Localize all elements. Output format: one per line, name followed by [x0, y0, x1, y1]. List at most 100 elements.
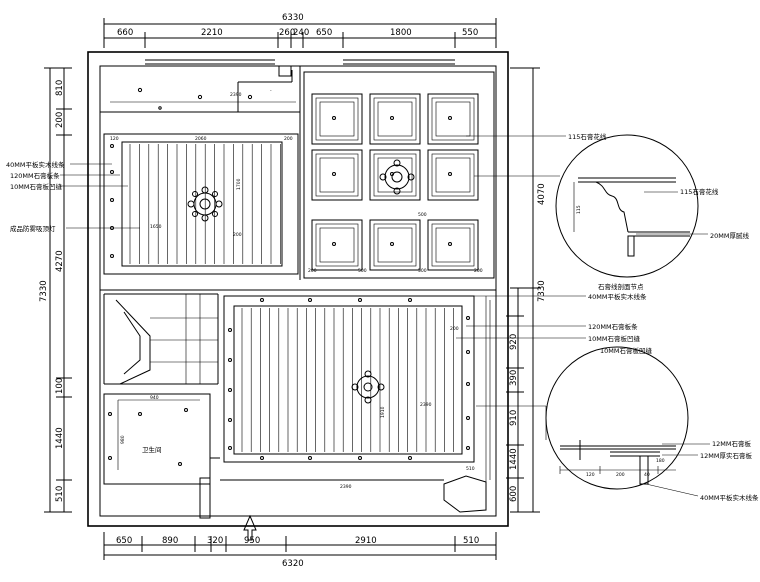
upper-h: 1700 — [236, 178, 242, 190]
left-seg-2: 200 — [55, 112, 65, 128]
coffer-cell-inner — [431, 153, 475, 197]
left-dimensions: 810 200 4270 100 1440 510 7330 — [39, 67, 72, 513]
left-labels: 40MM平板实木线条 120MM石膏板条 10MM石膏板凹缝 成品防雾吸顶灯 — [6, 160, 140, 233]
coffer-cell-inner — [373, 153, 417, 197]
coffer-cell-core — [377, 227, 413, 263]
top-dimensions: 6330 660 2210 260 240 650 1800 550 — [103, 13, 497, 48]
coffer-cell — [311, 149, 363, 201]
right-dimensions: 4070 7330 920 390 910 1440 600 — [506, 67, 547, 513]
detail-dim-2: 200 — [616, 472, 625, 478]
coffer-cell-inner — [431, 223, 475, 267]
top-band-room: 2390 - — [100, 66, 301, 280]
top-seg-6: 1800 — [390, 28, 412, 38]
entrance: 510 — [220, 296, 497, 541]
right-label-1: 115石膏花线 — [568, 132, 607, 141]
coffer-cell — [311, 93, 363, 145]
grid-bottom-4: 200 — [474, 268, 483, 274]
bottom-seg-3: 320 — [207, 536, 223, 546]
coffer-cell-inner — [315, 153, 359, 197]
upper-right: 200 — [284, 136, 293, 142]
top-room-dim: 2390 — [230, 92, 242, 98]
upper-left: 120 — [110, 136, 119, 142]
top-seg-5: 650 — [316, 28, 332, 38]
left-label-3: 10MM石膏板凹缝 — [10, 182, 62, 191]
downlight — [332, 116, 336, 120]
right-seg-3: 910 — [509, 410, 519, 426]
upper-small: 200 — [233, 232, 242, 238]
coffer-cell — [427, 93, 479, 145]
svg-text:-: - — [270, 89, 272, 94]
left-seg-3: 4270 — [55, 250, 65, 272]
left-label-2: 120MM石膏板条 — [10, 171, 60, 180]
right-label-2: 石膏线剖面节点 — [598, 282, 644, 291]
wc-h: 980 — [120, 435, 126, 444]
coffer-cell — [369, 219, 421, 271]
lower-inner: 2390 — [340, 484, 352, 490]
lower-side: 200 — [450, 326, 459, 332]
left-total: 7330 — [39, 280, 49, 302]
grid-bottom-2: 500 — [358, 268, 367, 274]
coffer-cell-core — [377, 101, 413, 137]
upper-inner: 1650 — [150, 224, 162, 230]
bottom-seg-1: 650 — [116, 536, 132, 546]
coffer-cell — [427, 219, 479, 271]
right-seg-4: 1440 — [509, 448, 519, 470]
right-label-3: 40MM平板实木线条 — [588, 292, 647, 301]
coffer-cell-inner — [373, 97, 417, 141]
left-label-4: 成品防雾吸顶灯 — [10, 224, 56, 233]
detail-dim-4: 40 — [644, 472, 650, 478]
downlight — [390, 116, 394, 120]
grid-bottom-1: 200 — [308, 268, 317, 274]
top-total: 6330 — [282, 13, 304, 23]
coffer-cell-inner — [431, 97, 475, 141]
downlight — [332, 172, 336, 176]
coffer-cell-inner — [373, 223, 417, 267]
right-label-5: 10MM石膏板凹缝 — [588, 334, 640, 343]
coffer-cell-core — [435, 227, 471, 263]
coffer-cell-core — [377, 157, 413, 193]
downlight — [448, 172, 452, 176]
bottom-seg-2: 890 — [162, 536, 178, 546]
bottom-seg-5: 2910 — [355, 536, 377, 546]
top-seg-4: 240 — [293, 28, 309, 38]
left-label-1: 40MM平板实木线条 — [6, 160, 65, 169]
detail-bottom-label-b: 12MM厚实石膏板 — [700, 451, 752, 460]
left-seg-6: 510 — [55, 486, 65, 502]
lower-w: 2390 — [420, 402, 432, 408]
coffered-grid: 200 500 500 200 500 — [303, 71, 495, 279]
door-dim: 510 — [466, 466, 475, 472]
coffer-cell — [369, 93, 421, 145]
coffer-cell — [427, 149, 479, 201]
detail-top-label-a: 115石膏花线 — [680, 187, 719, 196]
left-seg-1: 810 — [55, 80, 65, 96]
top-seg-3: 260 — [279, 28, 295, 38]
grid-dim-500: 500 — [418, 212, 427, 218]
coffer-cell-core — [435, 101, 471, 137]
top-seg-2: 2210 — [201, 28, 223, 38]
upper-w: 2060 — [195, 136, 207, 142]
coffer-cell — [311, 219, 363, 271]
bottom-dimensions: 650 890 320 950 2910 510 6320 — [103, 532, 497, 569]
wc-w: 940 — [150, 395, 159, 401]
left-seg-4: 100 — [55, 378, 65, 394]
right-a: 4070 — [537, 183, 547, 205]
detail-dim-1: 120 — [586, 472, 595, 478]
right-seg-5: 600 — [509, 486, 519, 502]
lower-h: 1910 — [380, 406, 386, 418]
detail-top-label-b: 20MM厚腻线 — [710, 231, 749, 240]
right-total: 7330 — [537, 280, 547, 302]
coffer-cell-core — [435, 157, 471, 193]
bottom-seg-6: 510 — [463, 536, 479, 546]
coffer-cell-core — [319, 227, 355, 263]
downlight — [332, 242, 336, 246]
outer-walls — [87, 51, 509, 527]
left-seg-5: 1440 — [55, 427, 65, 449]
detail-dim-3: 180 — [656, 458, 665, 464]
detail-section: 120 200 180 40 12MM石膏板 12MM厚实石膏板 40MM平板实… — [476, 346, 759, 502]
bathroom-label: 卫生间 — [142, 445, 162, 454]
right-label-4: 120MM石膏板条 — [588, 322, 638, 331]
top-seg-7: 550 — [462, 28, 478, 38]
chandelier-upper — [187, 186, 223, 222]
